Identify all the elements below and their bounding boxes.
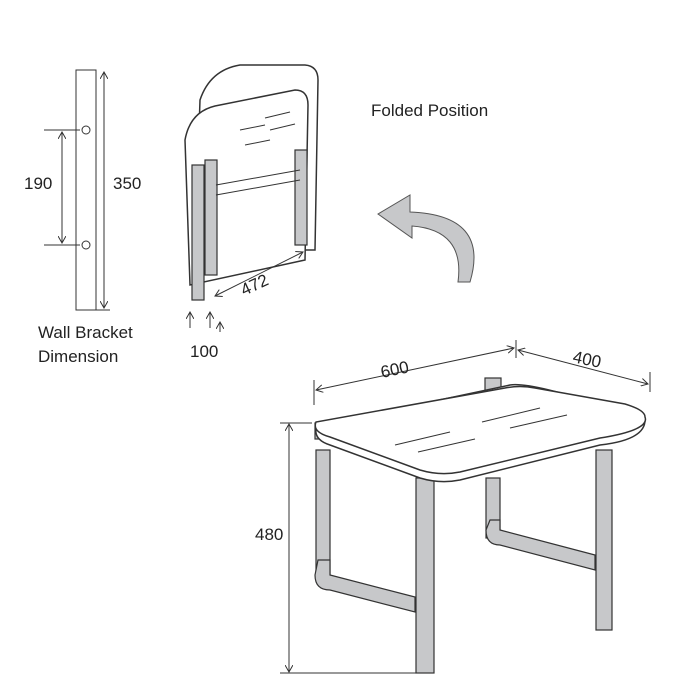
wall-bracket-label-1: Wall Bracket	[38, 323, 133, 342]
dim-600: 600	[379, 357, 411, 381]
folded-seat	[184, 64, 319, 332]
dim-400: 400	[571, 347, 603, 371]
fold-arrow-icon	[377, 194, 475, 283]
dim-480: 480	[255, 525, 283, 544]
wall-bracket-label-2: Dimension	[38, 347, 118, 366]
dim-100: 100	[190, 342, 218, 361]
wall-bracket	[44, 69, 110, 311]
dim-350: 350	[113, 174, 141, 193]
seat-top	[314, 383, 647, 483]
folded-position-label: Folded Position	[371, 101, 488, 120]
dim-472: 472	[238, 270, 272, 299]
dim-190: 190	[24, 174, 52, 193]
